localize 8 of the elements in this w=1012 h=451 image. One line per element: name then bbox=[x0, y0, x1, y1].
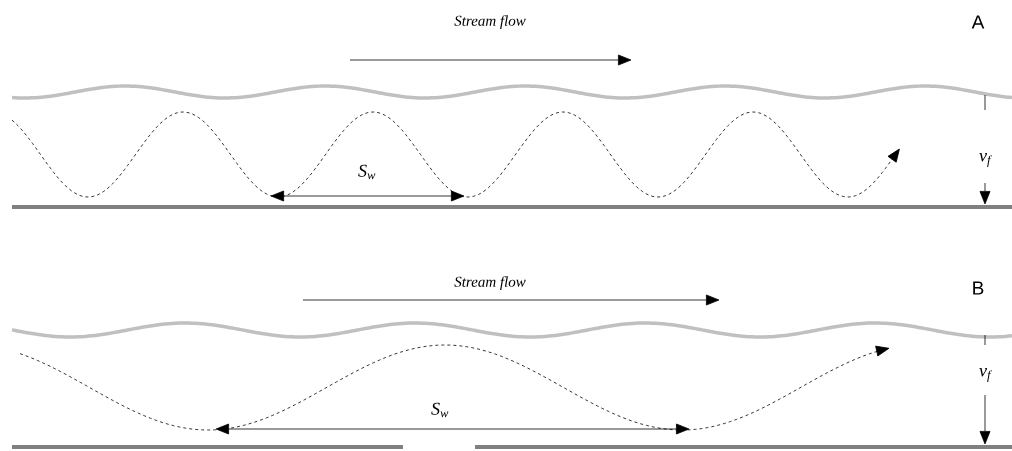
symbol-label: v$_{f}$ bbox=[979, 153, 992, 167]
symbol-label: S$_{w}$ bbox=[358, 164, 376, 180]
flow-label: Stream flow bbox=[454, 276, 526, 290]
panel-letter: A bbox=[971, 15, 985, 29]
panel-letter: B bbox=[973, 281, 984, 295]
flow-label: Stream flow bbox=[454, 15, 526, 29]
symbol-label: v$_{f}$ bbox=[979, 368, 992, 382]
symbol-label: S$_{w}$ bbox=[431, 402, 449, 418]
